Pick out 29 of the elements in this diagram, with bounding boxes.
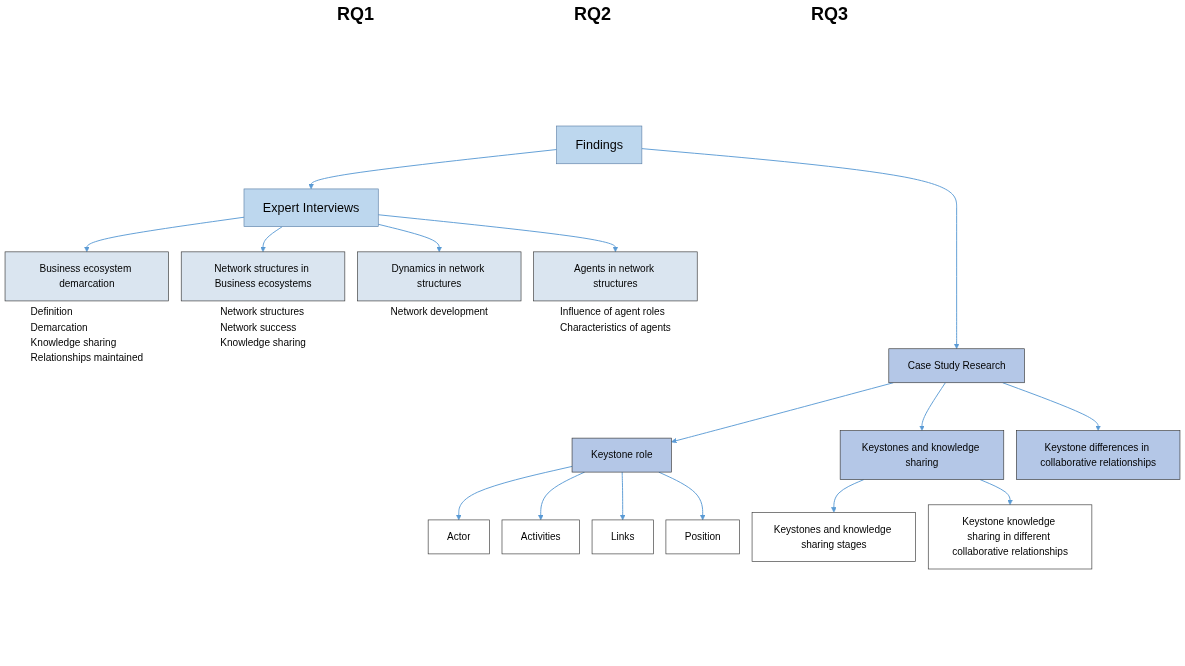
node-label: Definition [30, 306, 73, 318]
node-box: Expert Interviews [243, 188, 379, 227]
node-label: Network structures [220, 306, 305, 318]
node-label: Network success [220, 321, 297, 333]
node-box: Agents in network structures [533, 251, 698, 302]
node-box: Business ecosystem demarcation [4, 251, 169, 302]
node-label: Demarcation [30, 321, 88, 333]
node-label: Network development [390, 306, 488, 318]
node-label: Relationships maintained [30, 351, 144, 363]
node-box: Keystone role [571, 437, 672, 473]
node-box: Keystone differences in collaborative relationships [1016, 430, 1181, 480]
research-question-label: RQ3 [811, 4, 848, 25]
node-box: Actor [427, 519, 490, 555]
node-box: Keystone knowledge sharing in different collaborative relationships [927, 504, 1093, 570]
node-box: Case Study Research [888, 348, 1025, 384]
node-box: Position [665, 519, 740, 555]
node-box: Network structures in Business ecosystems [180, 251, 346, 302]
research-question-label: RQ1 [336, 4, 374, 25]
node-box: Dynamics in network structures [357, 251, 522, 302]
research-question-label: RQ2 [574, 4, 611, 25]
node-box: Links [591, 519, 654, 555]
node-label: Knowledge sharing [220, 336, 306, 348]
node-label: Characteristics of agents [560, 321, 671, 333]
node-box: Activities [501, 519, 580, 555]
node-box: Keystones and knowledge sharing [839, 430, 1005, 480]
node-label: Influence of agent roles [560, 306, 665, 318]
node-box: Findings [556, 125, 643, 165]
node-box: Keystones and knowledge sharing stages [751, 512, 916, 562]
node-label: Knowledge sharing [30, 336, 117, 348]
